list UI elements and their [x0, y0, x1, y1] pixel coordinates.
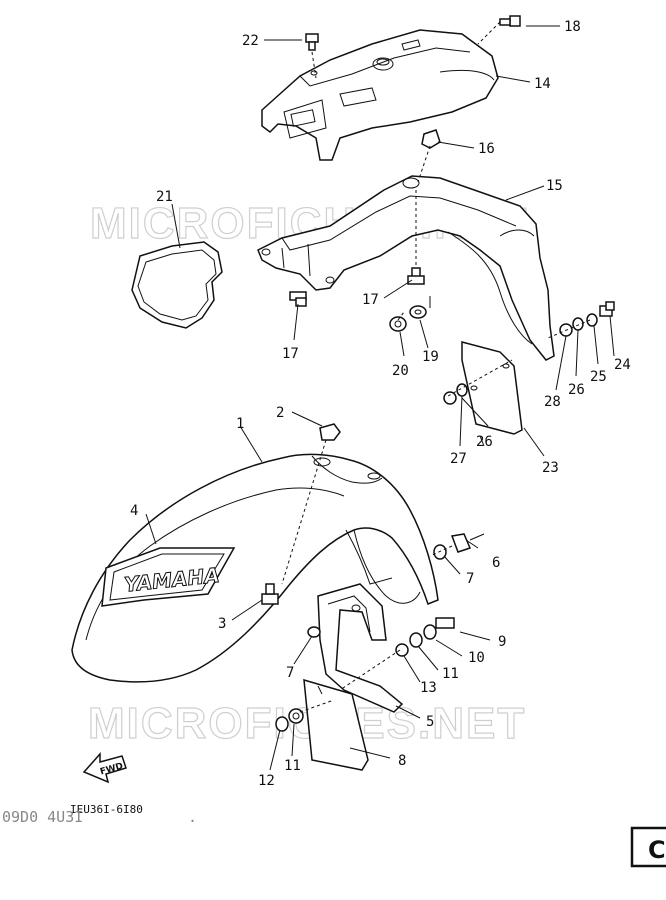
- part-8-front-mud-flap: [303, 678, 369, 771]
- reference-code: IEU36I-6I80: [70, 803, 143, 816]
- hardware-upper: [289, 15, 615, 405]
- callout-5: 5: [426, 714, 434, 730]
- callout-11-a: 11: [442, 666, 459, 682]
- part-4-decal: YAMAHA: [101, 547, 236, 607]
- part-23-mud-flap: [461, 341, 523, 435]
- callout-11-b: 11: [284, 758, 301, 774]
- callout-25: 25: [590, 369, 607, 385]
- callout-8: 8: [398, 753, 406, 769]
- callout-7-b: 7: [286, 665, 294, 681]
- callout-14: 14: [534, 76, 551, 92]
- callout-16: 16: [478, 141, 495, 157]
- part-5-front-flap: [317, 583, 404, 713]
- faint-dot: .: [188, 808, 197, 826]
- part-15-rear-fender: [257, 175, 555, 361]
- corner-box: C: [630, 826, 666, 868]
- callout-28: 28: [544, 394, 561, 410]
- callout-26-b: 26: [476, 434, 493, 450]
- corner-box-label: C: [648, 836, 666, 864]
- callout-2: 2: [276, 405, 284, 421]
- part-14-rear-cover: [261, 29, 499, 161]
- callout-26-a: 26: [568, 382, 585, 398]
- callout-19: 19: [422, 349, 439, 365]
- callout-17-b: 17: [282, 346, 299, 362]
- callout-7-a: 7: [466, 571, 474, 587]
- callout-18: 18: [564, 19, 581, 35]
- hardware-lower: [261, 423, 485, 732]
- callout-1: 1: [236, 416, 244, 432]
- callout-9: 9: [498, 634, 506, 650]
- callout-17-a: 17: [362, 292, 379, 308]
- callout-12: 12: [258, 773, 275, 789]
- callout-21: 21: [156, 189, 173, 205]
- callout-27: 27: [450, 451, 467, 467]
- part-1-front-fender: [71, 453, 439, 683]
- callout-24: 24: [614, 357, 631, 373]
- callout-3: 3: [218, 616, 226, 632]
- callout-10: 10: [468, 650, 485, 666]
- callout-20: 20: [392, 363, 409, 379]
- faint-code: 09D0 4U3I: [2, 808, 83, 826]
- callout-6: 6: [492, 555, 500, 571]
- callout-4: 4: [130, 503, 138, 519]
- part-21-side-cover: [131, 241, 223, 329]
- callout-labels: 22 18 14 16 15 21 17 17 20 19 24 25 26 2…: [130, 19, 631, 789]
- callout-15: 15: [546, 178, 563, 194]
- callout-23: 23: [542, 460, 559, 476]
- fwd-arrow-icon: FWD: [82, 752, 127, 784]
- callout-13: 13: [420, 680, 437, 696]
- callout-22: 22: [242, 33, 259, 49]
